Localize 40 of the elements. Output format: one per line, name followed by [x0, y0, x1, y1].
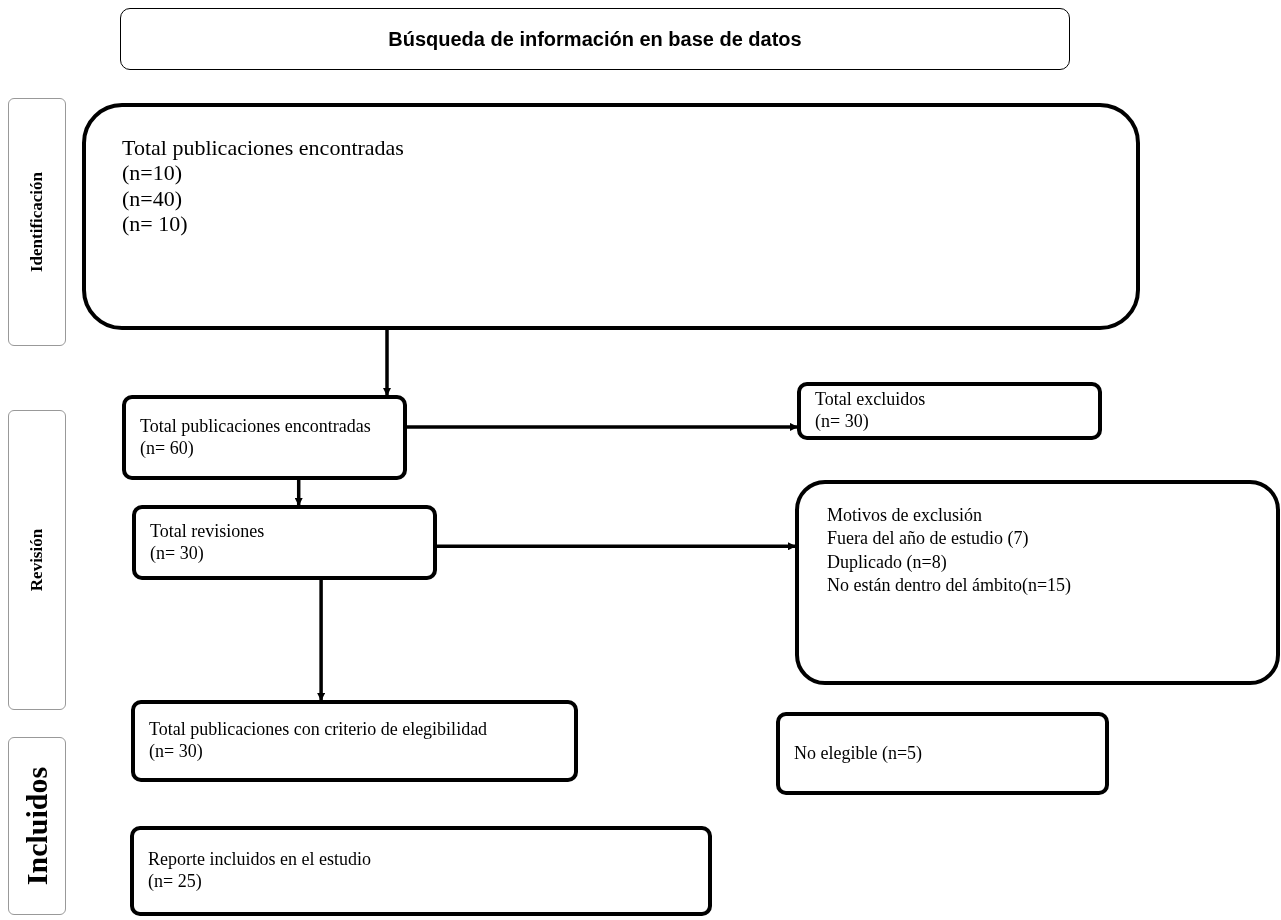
process-box	[795, 480, 1280, 685]
box-text: (n= 10)	[122, 210, 189, 237]
title-text: Búsqueda de información en base de datos	[388, 27, 802, 51]
stage-label	[8, 410, 66, 710]
stage-label	[8, 737, 66, 915]
process-box	[130, 826, 712, 916]
box-text: Total excluidos	[815, 389, 927, 411]
box-text: Total revisiones	[150, 520, 266, 543]
arrow	[317, 580, 326, 701]
box-text: (n=10)	[122, 160, 184, 186]
box-text: Reporte incluidos en el estudio	[148, 849, 372, 871]
process-box	[82, 103, 1140, 330]
process-box	[122, 395, 407, 480]
title-box	[120, 8, 1070, 70]
box-text: (n=40)	[122, 185, 184, 211]
stage-label	[8, 98, 66, 346]
process-box	[132, 505, 437, 580]
stage-text: Incluidos	[20, 766, 54, 886]
process-box	[131, 700, 578, 782]
box-text: (n= 30)	[815, 411, 870, 433]
box-text: (n= 60)	[140, 437, 195, 460]
process-box	[776, 712, 1109, 795]
process-box	[797, 382, 1102, 440]
arrow	[407, 422, 798, 431]
stage-text: Revisión	[27, 528, 47, 592]
box-text: No elegible (n=5)	[794, 742, 924, 765]
box-text: Total publicaciones con criterio de elegibilidad	[149, 719, 489, 741]
box-text: Duplicado (n=8)	[827, 550, 948, 574]
box-text: (n= 30)	[149, 741, 204, 763]
box-text: Total publicaciones encontradas	[122, 135, 405, 161]
box-text: Motivos de exclusión	[827, 504, 983, 527]
arrow	[294, 480, 303, 506]
box-text: (n= 25)	[148, 871, 203, 893]
box-text: (n= 30)	[150, 542, 205, 565]
box-text: Total publicaciones encontradas	[140, 415, 372, 438]
box-text: No están dentro del ámbito(n=15)	[827, 574, 1073, 598]
box-text: Fuera del año de estudio (7)	[827, 527, 1030, 551]
arrow	[437, 542, 796, 551]
arrow	[383, 330, 391, 396]
stage-text: Identificación	[27, 171, 47, 273]
